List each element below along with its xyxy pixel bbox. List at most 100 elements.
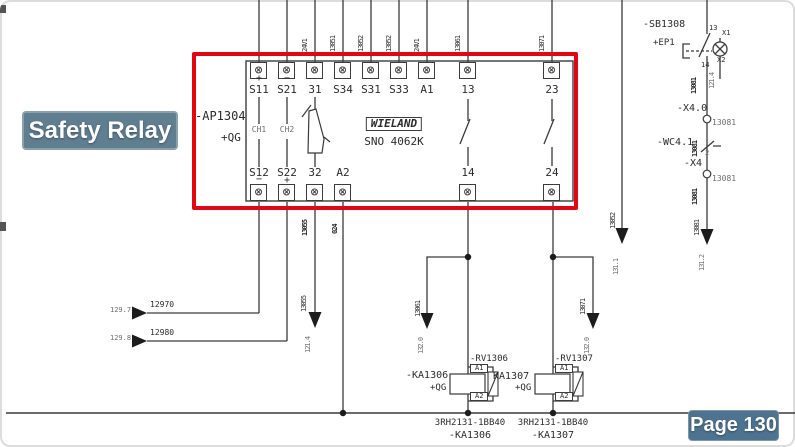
suppressor-rv1306 — [487, 371, 499, 397]
device-ref-ka1306: -KA1306 — [448, 430, 492, 441]
wire-label-13071-branch: 13071 — [579, 298, 587, 315]
coil-terminal-a1-1306: A1 — [470, 364, 489, 374]
page-badge-label: Page 130 — [690, 414, 777, 436]
wire-label-13052-c: 13052 — [609, 212, 617, 229]
wire-label-13081-v3: 13081 — [691, 188, 699, 205]
wire-label-13081-h2: 13081 — [712, 174, 737, 183]
coil-terminal-a2-1307: A2 — [555, 392, 574, 402]
polarity-minus-s12: − — [255, 174, 263, 185]
page-badge: Page 130 — [688, 410, 779, 441]
wire-label-13081-v4: 13081 — [693, 219, 701, 236]
model-label: SNO 4062K — [364, 135, 424, 148]
terminal-strip-x4-0: -X4.0 — [677, 103, 708, 114]
wire-label-024: 024 — [331, 224, 339, 234]
terminal-screw-icon: ⊗ — [250, 62, 267, 79]
polarity-minus-s21: − — [283, 73, 291, 84]
suppressor-rv1307 — [572, 371, 584, 397]
coil-terminal-a2-1306: A2 — [470, 392, 489, 402]
terminal-x2: X2 — [717, 56, 726, 64]
location-tag: +QG — [221, 131, 241, 144]
device-tag-sb1308: -SB1308 — [643, 19, 686, 30]
device-tag-rv1307: -RV1307 — [555, 354, 593, 364]
wire-label-13071-top: 13071 — [538, 35, 546, 52]
relay-coil-ka1307 — [534, 373, 571, 395]
device-tag-ka1307: KA1307 — [493, 371, 530, 382]
terminal-circle-x4 — [702, 169, 712, 179]
terminal-screw-icon: ⊗ — [278, 184, 295, 201]
cut-off-edge-marks — [0, 5, 6, 231]
terminal-screw-icon: ⊗ — [459, 184, 476, 201]
terminal-13-sb: 13 — [709, 24, 718, 32]
channel-1-label: CH1 — [251, 125, 267, 134]
terminal-14-sb: 14 — [701, 61, 710, 69]
relay-coil-ka1306 — [449, 373, 486, 395]
wire-label-24v1-b: 24V1 — [413, 39, 421, 52]
terminal-a2: A2 — [336, 166, 350, 179]
dest-ref-121-4-a: 121.4 — [304, 336, 312, 353]
cable-tag-wc4-1: -WC4.1 — [657, 137, 694, 148]
terminal-32: 32 — [308, 166, 322, 179]
relay-outline — [245, 60, 574, 202]
terminal-x1: X1 — [722, 29, 731, 37]
location-tag-ep1: +EP1 — [653, 38, 675, 48]
terminal-circle-x4-0 — [702, 114, 712, 124]
device-ref-ka1307: -KA1307 — [531, 430, 575, 441]
wire-label-13081-v2: 13081 — [691, 140, 699, 157]
dest-ref-121-4-b: 121.4 — [708, 72, 716, 89]
wire-label-13052-a: 13052 — [357, 35, 365, 52]
terminal-s33: S33 — [389, 83, 409, 96]
wire-label-13051: 13051 — [329, 35, 337, 52]
terminal-screw-icon: ⊗ — [390, 62, 407, 79]
terminal-screw-icon: ⊗ — [306, 184, 323, 201]
wire-label-13081-v1: 13081 — [690, 77, 698, 94]
device-tag: -AP1304 — [195, 109, 246, 123]
terminal-screw-icon: ⊗ — [543, 62, 560, 79]
terminal-14: 14 — [461, 166, 475, 179]
dest-ref-131-2: 131.2 — [698, 254, 706, 271]
terminal-screw-icon: ⊗ — [543, 184, 560, 201]
terminal-24: 24 — [545, 166, 559, 179]
coil-terminal-a1-1307: A1 — [555, 364, 574, 374]
terminal-13: 13 — [461, 83, 475, 96]
part-number-ka1307: 3RH2131-1BB40 — [517, 418, 589, 428]
terminal-s34: S34 — [333, 83, 353, 96]
brand-label: WIELAND — [365, 117, 423, 131]
dest-ref-132-0-a: 132.0 — [417, 337, 425, 354]
source-ref-129-8: 129.8 — [110, 334, 132, 342]
location-tag-qg-1307: +QG — [515, 383, 532, 393]
indicator-lamp-icon — [712, 41, 728, 57]
terminal-31: 31 — [308, 83, 322, 96]
terminal-strip-x4: -X4 — [684, 158, 703, 169]
terminal-s12: S12 — [249, 166, 269, 179]
dest-ref-131-1: 131.1 — [612, 258, 620, 275]
terminal-screw-icon: ⊗ — [334, 184, 351, 201]
wire-label-13055-b: 13055 — [300, 295, 308, 312]
terminal-23: 23 — [545, 83, 559, 96]
terminal-s31: S31 — [361, 83, 381, 96]
terminal-a1: A1 — [420, 83, 434, 96]
safety-relay-badge-label: Safety Relay — [28, 116, 172, 144]
device-tag-rv1306: -RV1306 — [470, 354, 508, 364]
dest-ref-132-0-b: 132.0 — [583, 337, 591, 354]
terminal-screw-icon: ⊗ — [362, 62, 379, 79]
device-tag-ka1306: -KA1306 — [406, 370, 449, 381]
terminal-screw-icon: ⊗ — [418, 62, 435, 79]
terminal-screw-icon: ⊗ — [459, 62, 476, 79]
channel-2-label: CH2 — [279, 125, 295, 134]
wire-label-13081-h1: 13081 — [712, 118, 737, 127]
wire-label-13061-branch: 13061 — [414, 300, 422, 317]
part-number-ka1306: 3RH2131-1BB40 — [434, 418, 506, 428]
terminal-screw-icon: ⊗ — [278, 62, 295, 79]
wire-label-12970: 12970 — [150, 300, 175, 309]
cable-core-2: 2 — [705, 149, 710, 157]
wire-label-13055-a: 13055 — [301, 219, 309, 236]
wire-label-12980: 12980 — [150, 328, 175, 337]
safety-relay-badge: Safety Relay — [22, 111, 178, 150]
reference-arrows — [132, 228, 714, 348]
terminal-s21: S21 — [277, 83, 297, 96]
wire-label-13052-b: 13052 — [385, 35, 393, 52]
wire-label-13061-top: 13061 — [454, 35, 462, 52]
